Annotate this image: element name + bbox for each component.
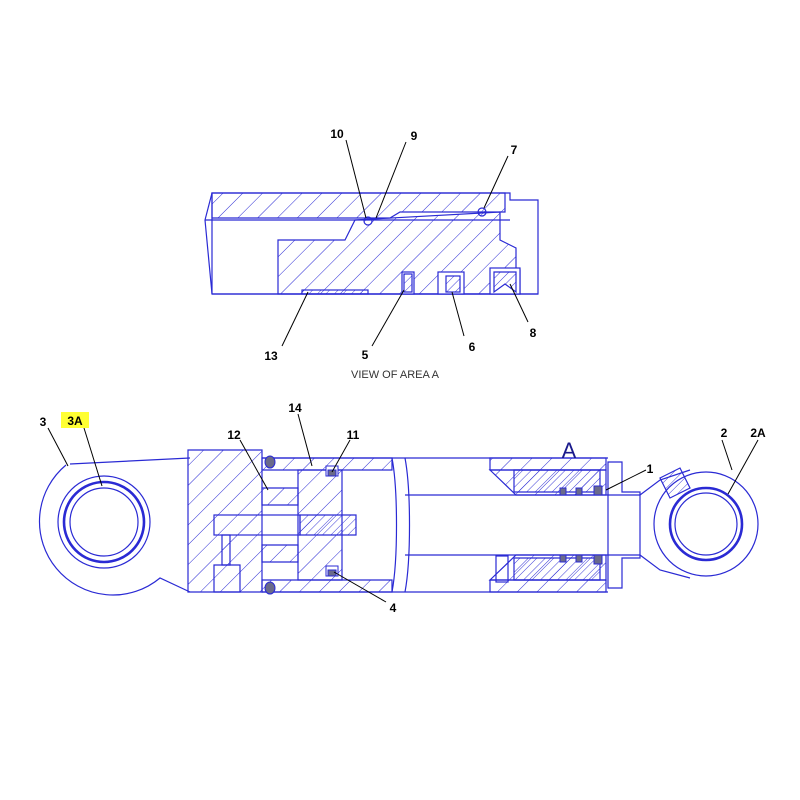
callout-9: 9 (411, 129, 418, 143)
callout-6: 6 (469, 340, 476, 354)
callout-2a: 2A (750, 426, 766, 440)
callout-1: 1 (647, 462, 654, 476)
bushing-3a-outer (62, 480, 146, 564)
callout-14: 14 (288, 401, 302, 415)
callout-11: 11 (347, 428, 360, 442)
area-a-letter: A (562, 438, 577, 463)
callout-8: 8 (530, 326, 537, 340)
main-leader-lines (47, 413, 759, 603)
cylinder-main-view (38, 449, 759, 596)
bushing-2a-outer (668, 486, 744, 562)
callout-7: 7 (511, 143, 518, 157)
callout-5: 5 (362, 348, 369, 362)
callout-3a-highlight (61, 412, 89, 428)
callout-12: 12 (227, 428, 241, 442)
callout-3a: 3A (67, 414, 83, 428)
callout-4: 4 (390, 601, 397, 615)
callout-3: 3 (40, 415, 47, 429)
callout-10: 10 (330, 127, 344, 141)
detail-caption: VIEW OF AREA A (351, 369, 440, 381)
detail-view-area-a (204, 192, 539, 295)
callout-2: 2 (721, 426, 728, 440)
callout-13: 13 (264, 349, 278, 363)
detail-leader-lines (281, 139, 529, 347)
